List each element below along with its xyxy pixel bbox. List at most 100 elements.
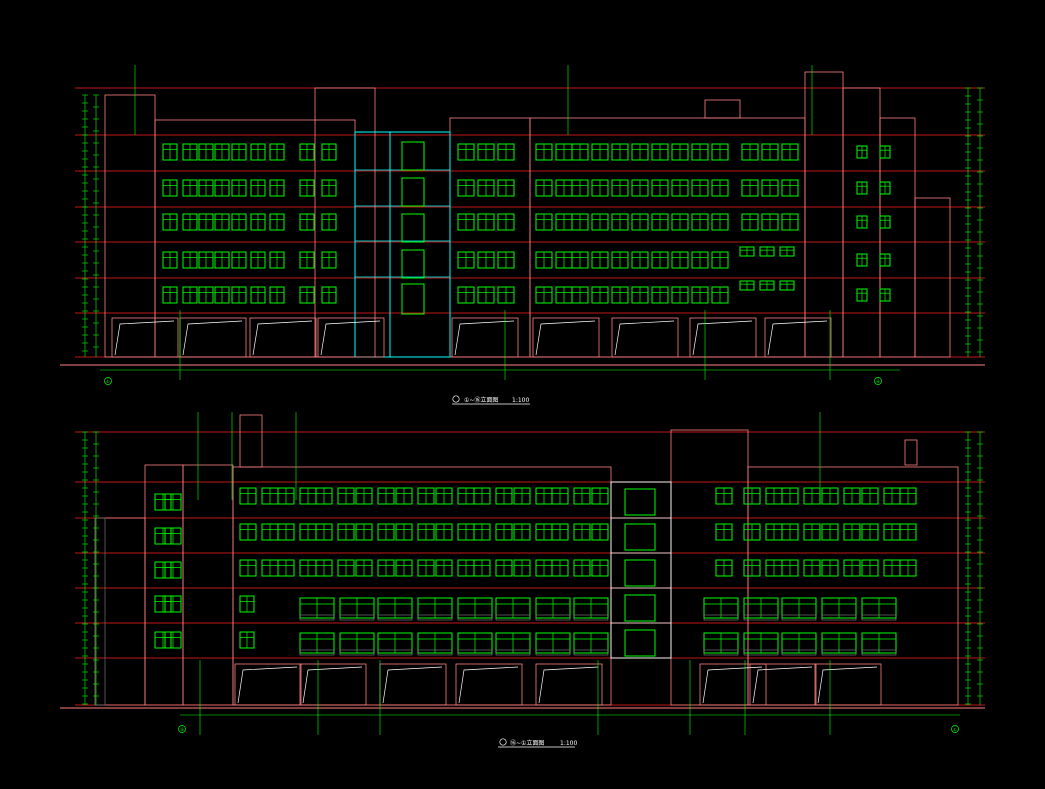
- elevation-top: [60, 65, 985, 380]
- balcony-base: [417, 649, 453, 656]
- window: [269, 143, 285, 161]
- window: [417, 559, 435, 577]
- window: [269, 286, 285, 304]
- building-outline: [842, 87, 881, 358]
- shopfront-bay: [749, 663, 817, 706]
- window: [879, 181, 891, 195]
- stair-window: [401, 213, 425, 243]
- window: [513, 523, 531, 541]
- building-outline: [610, 481, 672, 659]
- window: [671, 251, 689, 269]
- window: [154, 527, 172, 545]
- window: [781, 213, 799, 231]
- window: [571, 143, 589, 161]
- window: [457, 559, 475, 577]
- building-outline: [804, 71, 844, 358]
- window: [337, 559, 355, 577]
- window: [555, 143, 573, 161]
- window: [182, 179, 198, 197]
- window: [631, 251, 649, 269]
- window: [899, 523, 917, 541]
- balcony-base: [535, 649, 571, 656]
- shopfront-bay: [299, 663, 367, 706]
- window: [535, 213, 553, 231]
- window: [162, 179, 178, 197]
- window: [535, 251, 553, 269]
- axis-bubble-top-left: ①: [104, 377, 112, 385]
- window: [571, 179, 589, 197]
- window: [555, 179, 573, 197]
- window: [883, 487, 901, 505]
- window: [856, 145, 868, 159]
- window: [856, 288, 868, 302]
- window: [164, 631, 182, 649]
- window: [856, 181, 868, 195]
- window: [299, 251, 315, 269]
- stair-window: [401, 283, 425, 315]
- window: [591, 179, 609, 197]
- window: [355, 487, 373, 505]
- window: [337, 523, 355, 541]
- elevation-top-title: ①~⑯立面图 1:100: [452, 395, 530, 405]
- window: [535, 559, 553, 577]
- window: [535, 286, 553, 304]
- shopfront-bay: [814, 663, 882, 706]
- elevation-bottom-scale: 1:100: [560, 740, 577, 747]
- window: [182, 286, 198, 304]
- window: [239, 487, 257, 505]
- window: [377, 559, 395, 577]
- balcony-base: [535, 614, 571, 621]
- window: [497, 286, 515, 304]
- balcony-base: [299, 649, 335, 656]
- shopfront-glazing: [614, 320, 675, 356]
- shopfront-glazing: [237, 666, 298, 704]
- window: [691, 143, 709, 161]
- balcony-base: [339, 614, 375, 621]
- window: [337, 487, 355, 505]
- window: [299, 213, 315, 231]
- window: [861, 487, 879, 505]
- window: [591, 213, 609, 231]
- stair-window: [401, 141, 425, 171]
- building-outline: [747, 466, 959, 706]
- window: [473, 559, 491, 577]
- balcony-base: [457, 649, 493, 656]
- balcony-base: [821, 649, 857, 656]
- window: [164, 493, 182, 511]
- window: [651, 179, 669, 197]
- window: [573, 523, 591, 541]
- balcony-base: [573, 649, 609, 656]
- window: [879, 253, 891, 267]
- window: [611, 286, 629, 304]
- building-outline: [154, 119, 356, 358]
- window: [715, 523, 733, 541]
- shopfront-glazing: [114, 320, 175, 356]
- window: [765, 523, 783, 541]
- stair-tower: [610, 481, 672, 659]
- shopfront-glazing: [320, 320, 381, 356]
- window: [477, 251, 495, 269]
- window: [198, 286, 214, 304]
- window: [457, 213, 475, 231]
- window: [435, 559, 453, 577]
- window: [162, 143, 178, 161]
- window: [571, 213, 589, 231]
- elevation-top-scale: 1:100: [512, 397, 529, 404]
- window: [513, 559, 531, 577]
- window: [299, 286, 315, 304]
- window: [231, 286, 247, 304]
- shopfront-bay: [764, 317, 832, 358]
- balcony-base: [495, 649, 531, 656]
- shopfront-bay: [611, 317, 679, 358]
- building-outline: [914, 197, 951, 358]
- window: [164, 527, 182, 545]
- window: [591, 286, 609, 304]
- window: [497, 213, 515, 231]
- window: [457, 286, 475, 304]
- window: [277, 523, 295, 541]
- window: [591, 523, 609, 541]
- window: [741, 143, 759, 161]
- balcony-base: [377, 649, 413, 656]
- window: [214, 286, 230, 304]
